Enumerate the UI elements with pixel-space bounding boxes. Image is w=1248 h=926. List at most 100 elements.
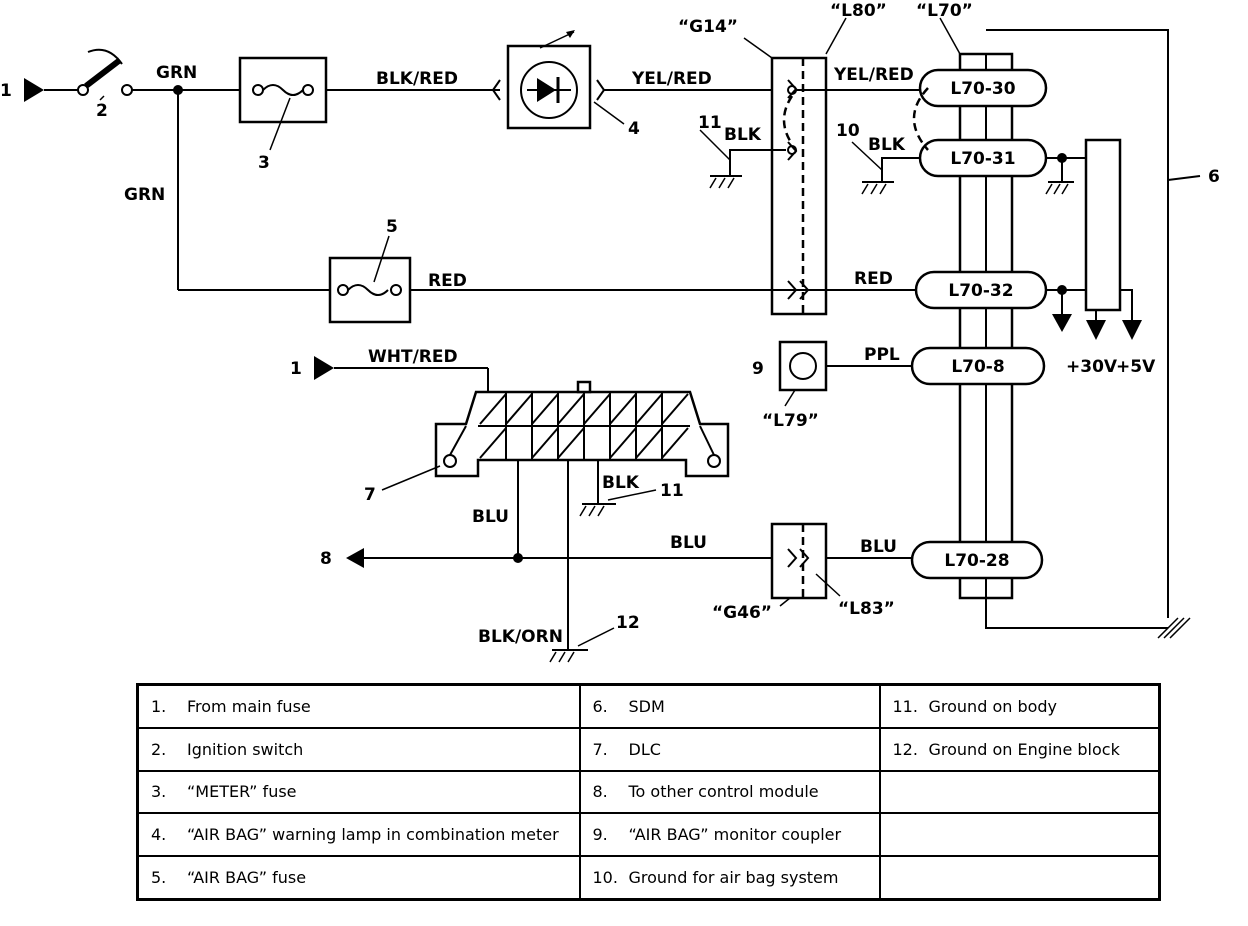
pin-label: L70-28 bbox=[944, 551, 1009, 571]
callout-8: 8 bbox=[320, 549, 332, 569]
legend-text: Ignition switch bbox=[187, 739, 304, 759]
connector-g46-l83 bbox=[770, 522, 828, 600]
legend-number: 7. bbox=[592, 739, 608, 759]
pin-label: L70-32 bbox=[948, 281, 1013, 301]
callout-11: 11 bbox=[698, 113, 722, 133]
wire-label-grn: GRN bbox=[156, 63, 197, 83]
airbag-fuse bbox=[328, 256, 412, 324]
connector-label-g46: “G46” bbox=[712, 603, 772, 623]
legend-number: 5. bbox=[151, 868, 167, 888]
legend-text: DLC bbox=[628, 739, 661, 759]
legend-cell: 7. DLC bbox=[578, 726, 881, 772]
legend-cell: 2. Ignition switch bbox=[136, 726, 581, 772]
legend-text: Ground on Engine block bbox=[928, 739, 1120, 759]
legend-cell bbox=[878, 812, 1161, 858]
wire-label-blu: BLU bbox=[670, 533, 707, 553]
wire-label-blk-dlc: BLK bbox=[602, 473, 640, 493]
legend-cell: 1. From main fuse bbox=[136, 683, 581, 729]
voltage-label-30v: +30V bbox=[1066, 357, 1118, 377]
pin-label: L70-31 bbox=[950, 149, 1015, 169]
legend-number: 12. bbox=[892, 739, 918, 759]
ignition-switch-icon bbox=[84, 48, 123, 89]
callout-1: 1 bbox=[290, 359, 302, 379]
callout-7: 7 bbox=[364, 485, 376, 505]
legend-cell: 8. To other control module bbox=[578, 769, 881, 815]
wire-label-blu-right: BLU bbox=[860, 537, 897, 557]
plus5v-arrow-icon bbox=[1122, 320, 1142, 340]
legend-cell: 10. Ground for air bag system bbox=[578, 855, 881, 901]
legend-cell: 3. “METER” fuse bbox=[136, 769, 581, 815]
legend-cell: 12. Ground on Engine block bbox=[878, 726, 1161, 772]
legend-text: “METER” fuse bbox=[187, 782, 297, 802]
legend-row: 2. Ignition switch 7. DLC 12. Ground on Eng… bbox=[136, 726, 1161, 772]
pin-l70-30 bbox=[918, 68, 1048, 108]
wire-label-red: RED bbox=[428, 271, 467, 291]
callout-2: 2 bbox=[96, 101, 108, 121]
legend-number: 2. bbox=[151, 739, 167, 759]
plus30v-arrow-icon bbox=[1086, 320, 1106, 340]
callout-4: 4 bbox=[628, 119, 640, 139]
wire-label-wht-red: WHT/RED bbox=[368, 347, 458, 367]
connector-label-l70: “L70” bbox=[916, 1, 973, 21]
pin-label: L70-8 bbox=[951, 357, 1004, 377]
legend-text: Ground on body bbox=[928, 696, 1058, 716]
connector-g14-l80 bbox=[770, 56, 828, 316]
legend-text: “AIR BAG” warning lamp in combination me… bbox=[187, 825, 559, 845]
callout-12: 12 bbox=[616, 613, 640, 633]
legend-cell: 6. SDM bbox=[578, 683, 881, 729]
legend-number: 10. bbox=[592, 868, 618, 888]
legend-number: 9. bbox=[592, 825, 608, 845]
wire-label-blk-l70: BLK bbox=[868, 135, 906, 155]
callout-1: 1 bbox=[0, 81, 12, 101]
legend-cell: 4.“AIR BAG” warning lamp in combination … bbox=[136, 812, 581, 858]
legend-cell: 9. “AIR BAG” monitor coupler bbox=[578, 812, 881, 858]
pin-label: L70-30 bbox=[950, 79, 1015, 99]
wire-label-yel-red: YEL/RED bbox=[631, 69, 712, 89]
input-arrow-icon bbox=[24, 78, 44, 102]
connector-label-l79: “L79” bbox=[762, 411, 819, 431]
sdm-internal-module bbox=[1084, 138, 1122, 312]
legend-text: “AIR BAG” fuse bbox=[187, 868, 307, 888]
legend-text: SDM bbox=[628, 696, 665, 716]
wire-label-red-right: RED bbox=[854, 269, 893, 289]
callout-6: 6 bbox=[1208, 167, 1220, 187]
wire-label-grn-side: GRN bbox=[124, 185, 165, 205]
legend-row: 1. From main fuse 6. SDM 11.Ground on body bbox=[136, 683, 1161, 729]
legend-number: 1. bbox=[151, 696, 167, 716]
connector-label-g14: “G14” bbox=[678, 17, 738, 37]
legend-cell bbox=[878, 769, 1161, 815]
callout-3: 3 bbox=[258, 153, 270, 173]
legend-cell: 5. “AIR BAG” fuse bbox=[136, 855, 581, 901]
wire-label-blu-dlc: BLU bbox=[472, 507, 509, 527]
legend-text: To other control module bbox=[628, 782, 819, 802]
legend-cell bbox=[878, 855, 1161, 901]
connector-label-l83: “L83” bbox=[838, 599, 895, 619]
wiring-diagram: GRN GRN BLK/RED YEL/RED YEL/RED BLK BLK … bbox=[0, 1, 1220, 663]
wire-label-ppl: PPL bbox=[864, 345, 900, 365]
legend-text: From main fuse bbox=[187, 696, 311, 716]
callout-10: 10 bbox=[836, 121, 860, 141]
legend-row: 5. “AIR BAG” fuse 10. Ground for air bag s… bbox=[136, 855, 1161, 901]
output-arrow-icon bbox=[346, 548, 364, 568]
callout-9: 9 bbox=[752, 359, 764, 379]
callout-11: 11 bbox=[660, 481, 684, 501]
connector-label-l80: “L80” bbox=[830, 1, 887, 21]
legend-row: 3. “METER” fuse 8. To other control module bbox=[136, 769, 1161, 815]
wire-label-blk: BLK bbox=[724, 125, 762, 145]
legend-text: “AIR BAG” monitor coupler bbox=[628, 825, 842, 845]
wire-label-yel-red-right: YEL/RED bbox=[833, 65, 914, 85]
legend-table: 1. From main fuse 6. SDM 11.Ground on body… bbox=[136, 683, 1161, 901]
legend-number: 6. bbox=[592, 696, 608, 716]
wire-label-blk-orn: BLK/ORN bbox=[478, 627, 563, 647]
legend-cell: 11.Ground on body bbox=[878, 683, 1161, 729]
legend-number: 3. bbox=[151, 782, 167, 802]
pin-l70-28 bbox=[910, 540, 1044, 580]
warning-lamp-icon bbox=[491, 30, 606, 130]
input-arrow-icon bbox=[314, 356, 334, 380]
wire-label-blk-red: BLK/RED bbox=[376, 69, 458, 89]
legend-number: 8. bbox=[592, 782, 608, 802]
fuse-icon bbox=[252, 84, 314, 96]
fuse-icon bbox=[337, 284, 402, 296]
dlc-connector bbox=[434, 380, 730, 478]
legend-text: Ground for air bag system bbox=[628, 868, 839, 888]
